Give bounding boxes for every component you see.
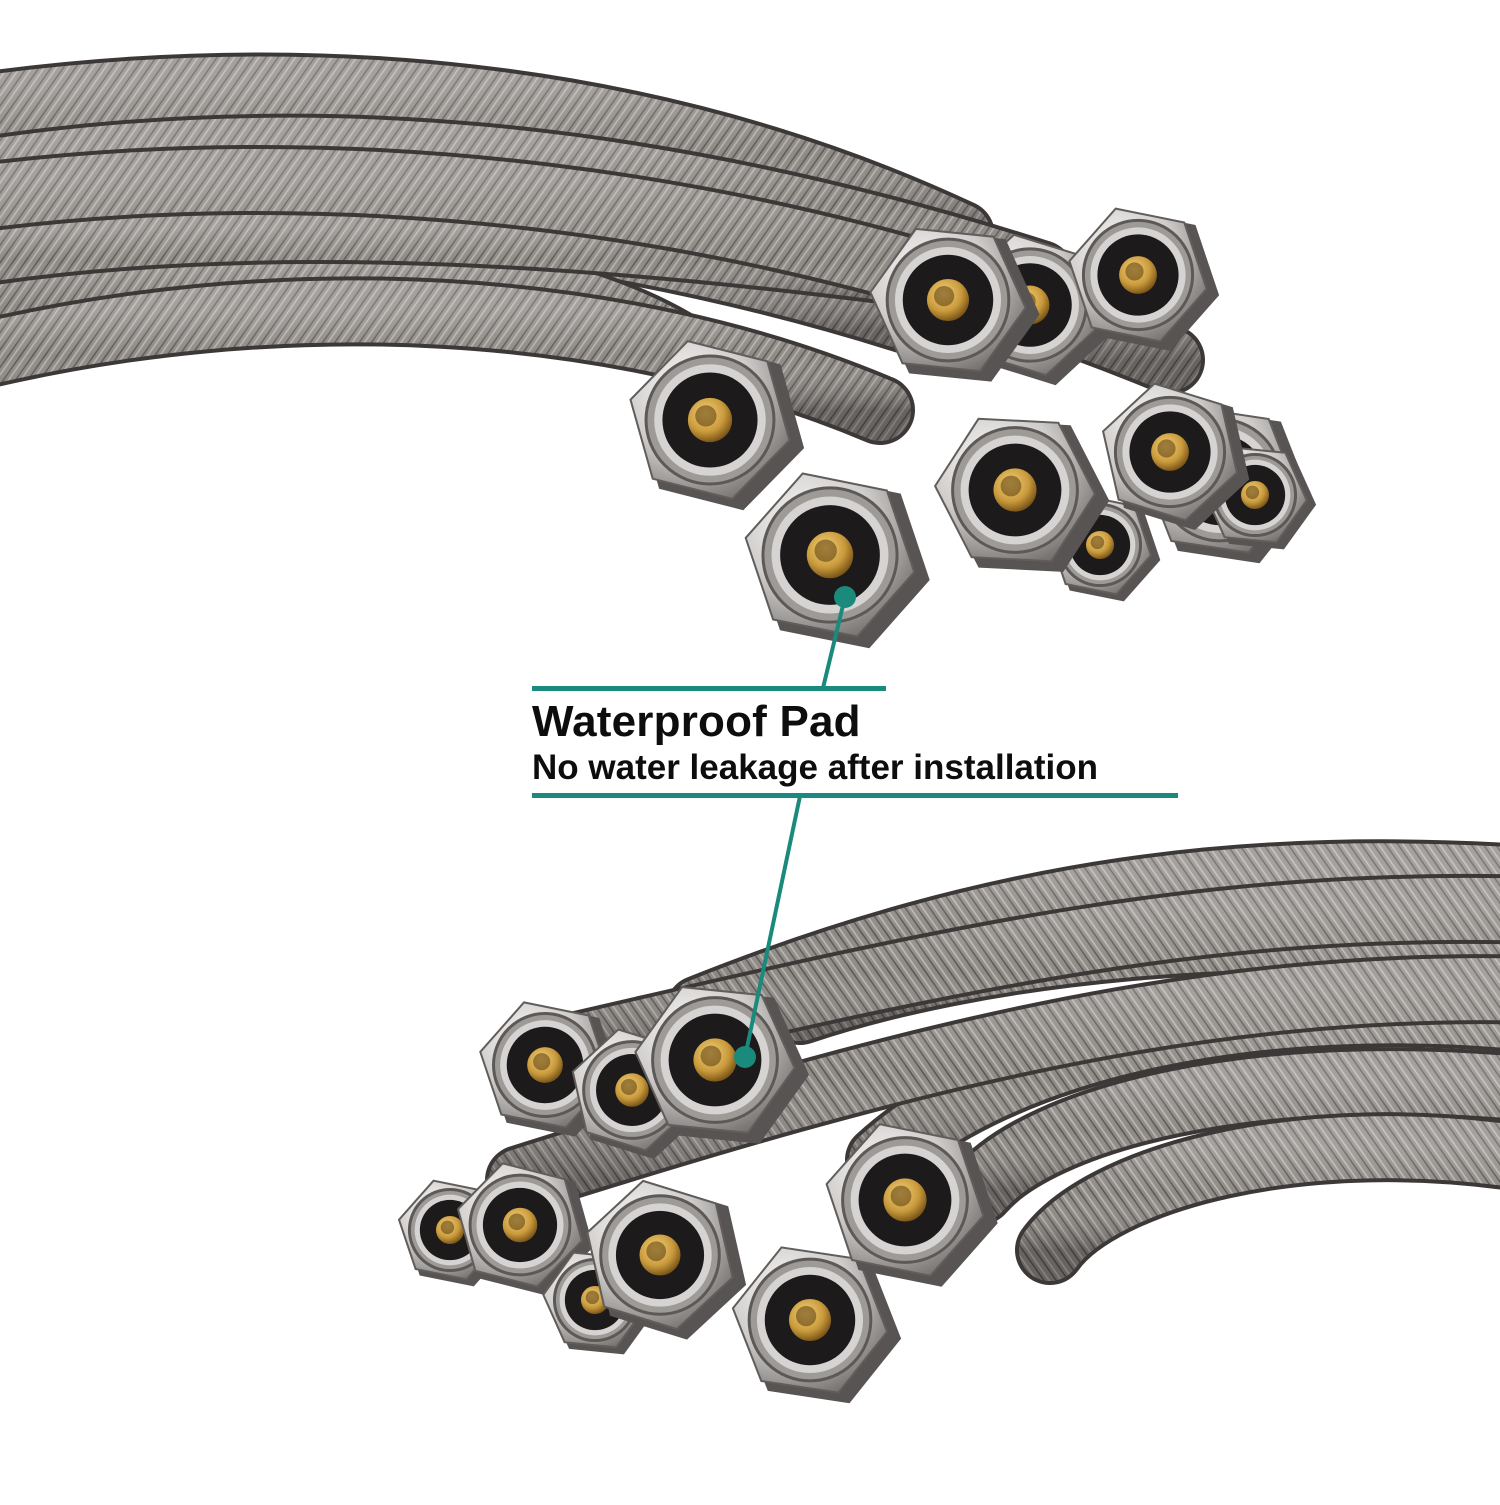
insert-bore — [890, 1185, 912, 1207]
insert-bore — [1090, 535, 1105, 550]
hose-fitting — [586, 1179, 747, 1340]
hose-fitting — [933, 417, 1110, 572]
callout-rule-top — [532, 686, 886, 691]
hose-fitting — [479, 1001, 622, 1137]
insert-bore — [620, 1078, 637, 1095]
insert-bore — [508, 1213, 526, 1231]
leader-line-top — [821, 596, 847, 689]
callout-rule-bottom — [532, 793, 1178, 798]
hose-fitting — [1068, 207, 1220, 351]
callout-title: Waterproof Pad — [532, 697, 861, 746]
hose-fitting — [1047, 494, 1161, 602]
hose-shading — [949, 1051, 1500, 1221]
circle-marker-icon — [834, 586, 856, 608]
insert-bore — [1125, 262, 1144, 281]
insert-bore — [795, 1305, 817, 1327]
insert-bore — [1245, 485, 1260, 500]
hose-shading — [1019, 1116, 1500, 1281]
insert-bore — [585, 1290, 600, 1305]
fitting-group-bottom — [397, 986, 998, 1404]
insert-bore — [646, 1241, 667, 1262]
leader-line-bottom — [743, 795, 802, 1058]
hose-fitting — [731, 1246, 902, 1404]
hose-fitting — [456, 1162, 594, 1296]
callout-leader-lines — [734, 586, 856, 1068]
hose-fitting — [825, 1123, 998, 1287]
hose-fitting — [869, 227, 1040, 382]
circle-marker-icon — [734, 1046, 756, 1068]
insert-bore — [700, 1045, 722, 1067]
insert-bore — [533, 1053, 551, 1071]
insert-bore — [814, 539, 837, 562]
hose-fitting — [634, 986, 809, 1144]
insert-bore — [695, 405, 717, 427]
insert-bore — [933, 285, 955, 307]
insert-bore — [1000, 475, 1022, 497]
insert-bore — [1157, 439, 1176, 458]
hose-fitting — [1101, 382, 1250, 530]
callout-subtitle: No water leakage after installation — [532, 748, 1099, 787]
hose-fitting — [629, 339, 805, 511]
hose-fitting — [744, 472, 930, 649]
insert-bore — [440, 1220, 455, 1235]
fitting-group-top — [629, 207, 1317, 649]
